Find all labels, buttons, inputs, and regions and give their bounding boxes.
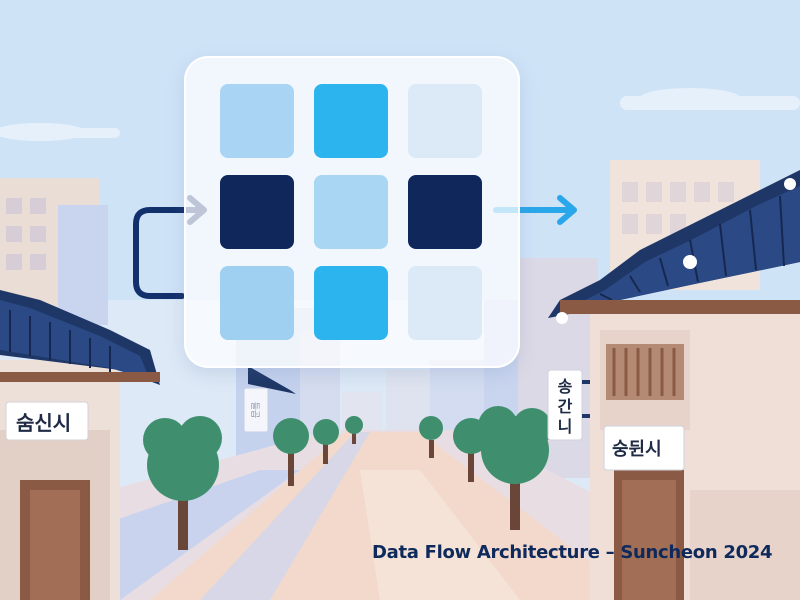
grid-cell-r1c3 [408, 84, 482, 158]
grid-cell-r3c3 [408, 266, 482, 340]
vertical-sign-char-3: 니 [558, 417, 573, 436]
grid-cell-r1c2 [314, 84, 388, 158]
vertical-sign-char-2: 간 [558, 397, 573, 416]
vertical-sign-small-text: 들곱 [249, 402, 260, 419]
left-hanok [0, 290, 160, 600]
right-hanok [547, 170, 800, 600]
grid-cell-r2c1 [220, 175, 294, 249]
grid-cell-r3c1 [220, 266, 294, 340]
vertical-sign-small [243, 387, 269, 433]
right-shop-sign-board [603, 425, 685, 471]
grid-cell-r2c2 [314, 175, 388, 249]
left-shop-sign-board [5, 401, 89, 441]
diagram-caption: Data Flow Architecture – Suncheon 2024 [372, 542, 773, 563]
grid-cell-r2c3 [408, 175, 482, 249]
small-awning [248, 366, 296, 394]
output-arrow-head [557, 195, 577, 225]
trees [143, 406, 552, 550]
vertical-sign-char-1: 송 [558, 377, 573, 396]
input-arrow [133, 207, 203, 299]
grid-cell-r3c2 [314, 266, 388, 340]
clouds [0, 88, 800, 141]
grid-cell-r1c1 [220, 84, 294, 158]
data-grid-panel [184, 56, 520, 368]
vertical-sign-board [547, 369, 583, 441]
left-shop-sign: 숨신시 [16, 411, 71, 435]
right-shop-sign: 숭뒨시 [612, 439, 662, 460]
